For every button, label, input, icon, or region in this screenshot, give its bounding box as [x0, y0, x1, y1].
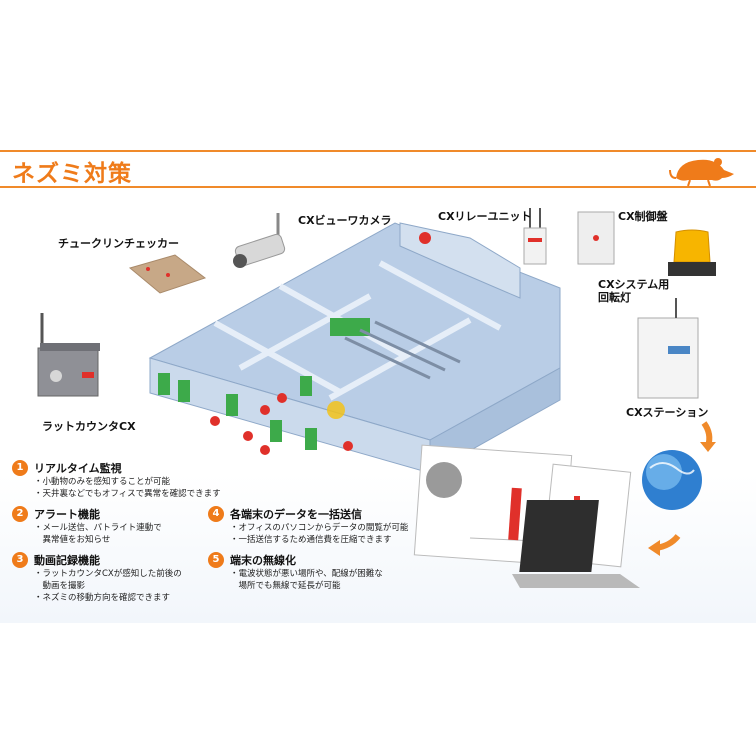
feature-3-line-1: ・ラットカウンタCXが感知した前後の: [34, 569, 182, 579]
label-station: CXステーション: [626, 406, 709, 419]
alert-markers: [210, 232, 431, 455]
relay-unit: [523, 208, 547, 265]
label-relay: CXリレーユニット: [438, 210, 532, 223]
header-top-rule: [0, 150, 756, 152]
feature-3-title: 動画記録機能: [34, 554, 100, 567]
control-panel: [577, 211, 615, 265]
feature-3: 3 動画記録機能 ・ラットカウンタCXが感知した前後の 動画を撮影 ・ネズミの移…: [12, 552, 222, 612]
green-doors: [158, 318, 370, 450]
feature-4: 4 各端末のデータを一括送信 ・オフィスのパソコンからデータの閲覧が可能 ・一括…: [208, 506, 418, 551]
feature-1-title: リアルタイム監視: [34, 462, 122, 475]
feature-3-line-2: 動画を撮影: [34, 581, 86, 591]
production-line: [344, 320, 461, 380]
label-camera: CXビューワカメラ: [298, 214, 392, 227]
header-bottom-rule: [0, 186, 756, 188]
viewer-camera: [233, 213, 286, 268]
label-lamp-line1: CXシステム用: [598, 278, 670, 291]
feature-2-number: 2: [12, 506, 28, 522]
feature-3-line-3: ・ネズミの移動方向を確認できます: [34, 593, 171, 603]
interior-wall-3: [238, 293, 372, 371]
feature-4-line-2: ・一括送信するため通信費を圧縮できます: [230, 535, 392, 545]
feature-2: 2 アラート機能 ・メール送信、パトライト連動で 異常値をお知らせ: [12, 506, 222, 551]
rat-icon: [669, 158, 734, 187]
feature-1-line-2: ・天井裏などでもオフィスで異常を確認できます: [34, 489, 221, 499]
interior-wall-5: [378, 260, 502, 331]
facility-illustration: [37, 208, 716, 588]
feature-3-number: 3: [12, 552, 28, 568]
feature-5: 5 端末の無線化 ・電波状態が悪い場所や、配線が困難な 場所でも無線で延長が可能: [208, 552, 418, 597]
interior-wall-1: [213, 320, 342, 395]
cx-station-device: [637, 298, 699, 399]
feature-2-line-1: ・メール送信、パトライト連動で: [34, 523, 162, 533]
detected-rat-highlight: [327, 401, 345, 419]
interior-wall-4: [328, 317, 472, 401]
label-rat-counter: ラットカウンタCX: [42, 420, 136, 433]
back-room: [399, 222, 521, 299]
feature-1: 1 リアルタイム監視 ・小動物のみを感知することが可能 ・天井裏などでもオフィス…: [12, 460, 222, 510]
label-checker: チュークリンチェッカー: [58, 237, 179, 250]
laptop: [512, 500, 640, 588]
label-panel: CX制御盤: [618, 210, 668, 223]
feature-1-line-1: ・小動物のみを感知することが可能: [34, 477, 171, 487]
feature-5-line-2: 場所でも無線で延長が可能: [230, 581, 341, 591]
rat-counter-device: [37, 313, 100, 397]
feature-4-line-1: ・オフィスのパソコンからデータの閲覧が可能: [230, 523, 409, 533]
globe-graphic: [642, 450, 702, 510]
feature-5-line-1: ・電波状態が悪い場所や、配線が困難な: [230, 569, 383, 579]
feature-5-number: 5: [208, 552, 224, 568]
feature-4-number: 4: [208, 506, 224, 522]
feature-4-title: 各端末のデータを一括送信: [230, 508, 362, 521]
rotating-lamp: [668, 229, 716, 276]
feature-5-title: 端末の無線化: [230, 554, 296, 567]
feature-2-line-2: 異常値をお知らせ: [34, 535, 111, 545]
feature-2-title: アラート機能: [34, 508, 100, 521]
feature-1-number: 1: [12, 460, 28, 476]
label-lamp-line2: 回転灯: [598, 291, 631, 304]
page-title: ネズミ対策: [12, 161, 132, 187]
brochure-panel: ネズミ対策: [0, 128, 756, 623]
